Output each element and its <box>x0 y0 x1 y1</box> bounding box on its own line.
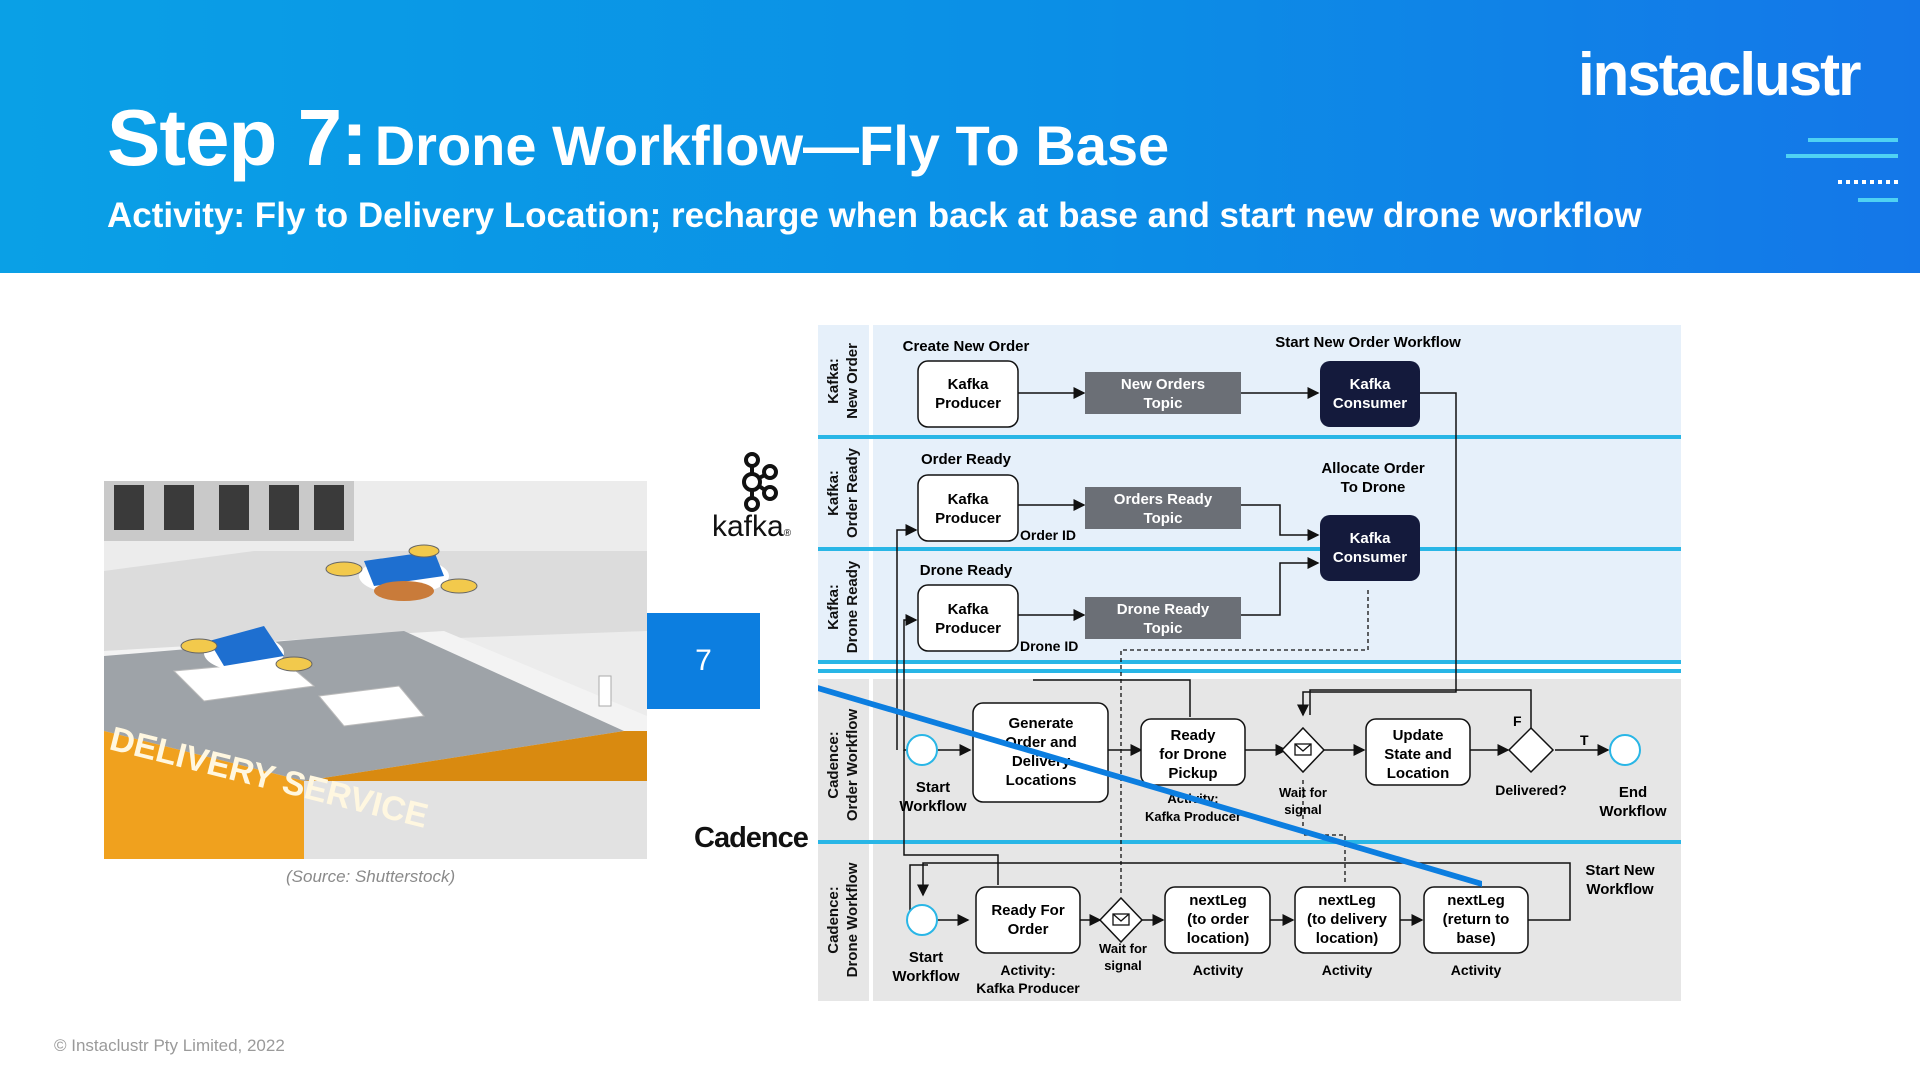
lane-label: Drone Ready <box>844 560 861 653</box>
orders-ready-topic-box <box>1085 487 1241 529</box>
drone-ready-label: Drone Ready <box>920 562 1013 579</box>
kafka-producer-box <box>917 474 1019 542</box>
kafka-producer-box <box>917 584 1019 652</box>
page-subtitle: Activity: Fly to Delivery Location; rech… <box>107 196 1642 235</box>
lane-cadence-order-workflow <box>818 679 1681 847</box>
kafka-producer-box <box>917 360 1019 428</box>
next-leg-delivery-box <box>1294 886 1401 954</box>
lane-label: New Order <box>844 343 861 419</box>
kafka-icon <box>742 452 778 512</box>
next-leg-order-box <box>1164 886 1271 954</box>
activity-label: Activity <box>1322 962 1373 978</box>
step-label: Step 7: <box>107 93 368 182</box>
true-branch-label: T <box>1580 732 1589 748</box>
create-new-order-label: Create New Order <box>903 338 1030 355</box>
cadence-logo: Cadence <box>694 822 809 854</box>
activity-label: Activity <box>1451 962 1502 978</box>
ready-for-order-box <box>975 886 1081 954</box>
drone-delivery-illustration: DELIVERY SERVICE <box>104 481 647 859</box>
step-marker: 7 <box>647 613 760 709</box>
workflow-diagram: Kafka: New Order Kafka: Order Ready Kafk… <box>818 325 1681 1001</box>
instaclustr-logo: instaclustr <box>1578 41 1861 108</box>
title-text: Drone Workflow—Fly To Base <box>374 114 1170 177</box>
photo-caption: (Source: Shutterstock) <box>286 867 456 886</box>
lane-label: Cadence: <box>825 886 842 954</box>
kafka-consumer-box <box>1320 515 1420 581</box>
page-title: Step 7:Drone Workflow—Fly To Base <box>107 92 1169 184</box>
drone-start-event <box>906 904 938 936</box>
drone-id-label: Drone ID <box>1020 638 1078 654</box>
drone-ready-topic-box <box>1085 597 1241 639</box>
update-state-box <box>1365 718 1471 786</box>
delivered-label: Delivered? <box>1495 782 1567 798</box>
step-pointer-line <box>818 685 1482 887</box>
lane-label: Cadence: <box>825 731 842 799</box>
order-end-event <box>1609 734 1641 766</box>
header-decoration <box>1786 138 1898 206</box>
order-start-event <box>906 734 938 766</box>
new-orders-topic-box <box>1085 372 1241 414</box>
copyright: © Instaclustr Pty Limited, 2022 <box>54 1036 285 1055</box>
header-banner <box>0 0 1920 273</box>
order-ready-label: Order Ready <box>921 451 1012 468</box>
false-branch-label: F <box>1513 713 1522 729</box>
lane-label: Drone Workflow <box>844 862 861 977</box>
lane-label: Kafka: <box>825 470 842 516</box>
drone-wait-gateway <box>1098 896 1144 944</box>
lane-label: Order Ready <box>844 447 861 538</box>
kafka-consumer-box <box>1320 361 1420 427</box>
delivered-gateway <box>1507 726 1555 774</box>
lane-label: Kafka: <box>825 584 842 630</box>
order-id-label: Order ID <box>1020 527 1076 543</box>
start-new-order-workflow-label: Start New Order Workflow <box>1275 334 1461 351</box>
lane-label: Kafka: <box>825 358 842 404</box>
ready-for-order-activity: Activity:Kafka Producer <box>976 962 1080 996</box>
kafka-logo-text: kafka® <box>712 510 792 543</box>
next-leg-base-box <box>1423 886 1529 954</box>
drone-delivery-photo: DELIVERY SERVICE <box>104 481 647 859</box>
wait-signal-gateway <box>1280 726 1326 774</box>
ready-for-pickup-box <box>1140 718 1246 786</box>
activity-label: Activity <box>1193 962 1244 978</box>
lane-label: Order Workflow <box>844 709 861 822</box>
